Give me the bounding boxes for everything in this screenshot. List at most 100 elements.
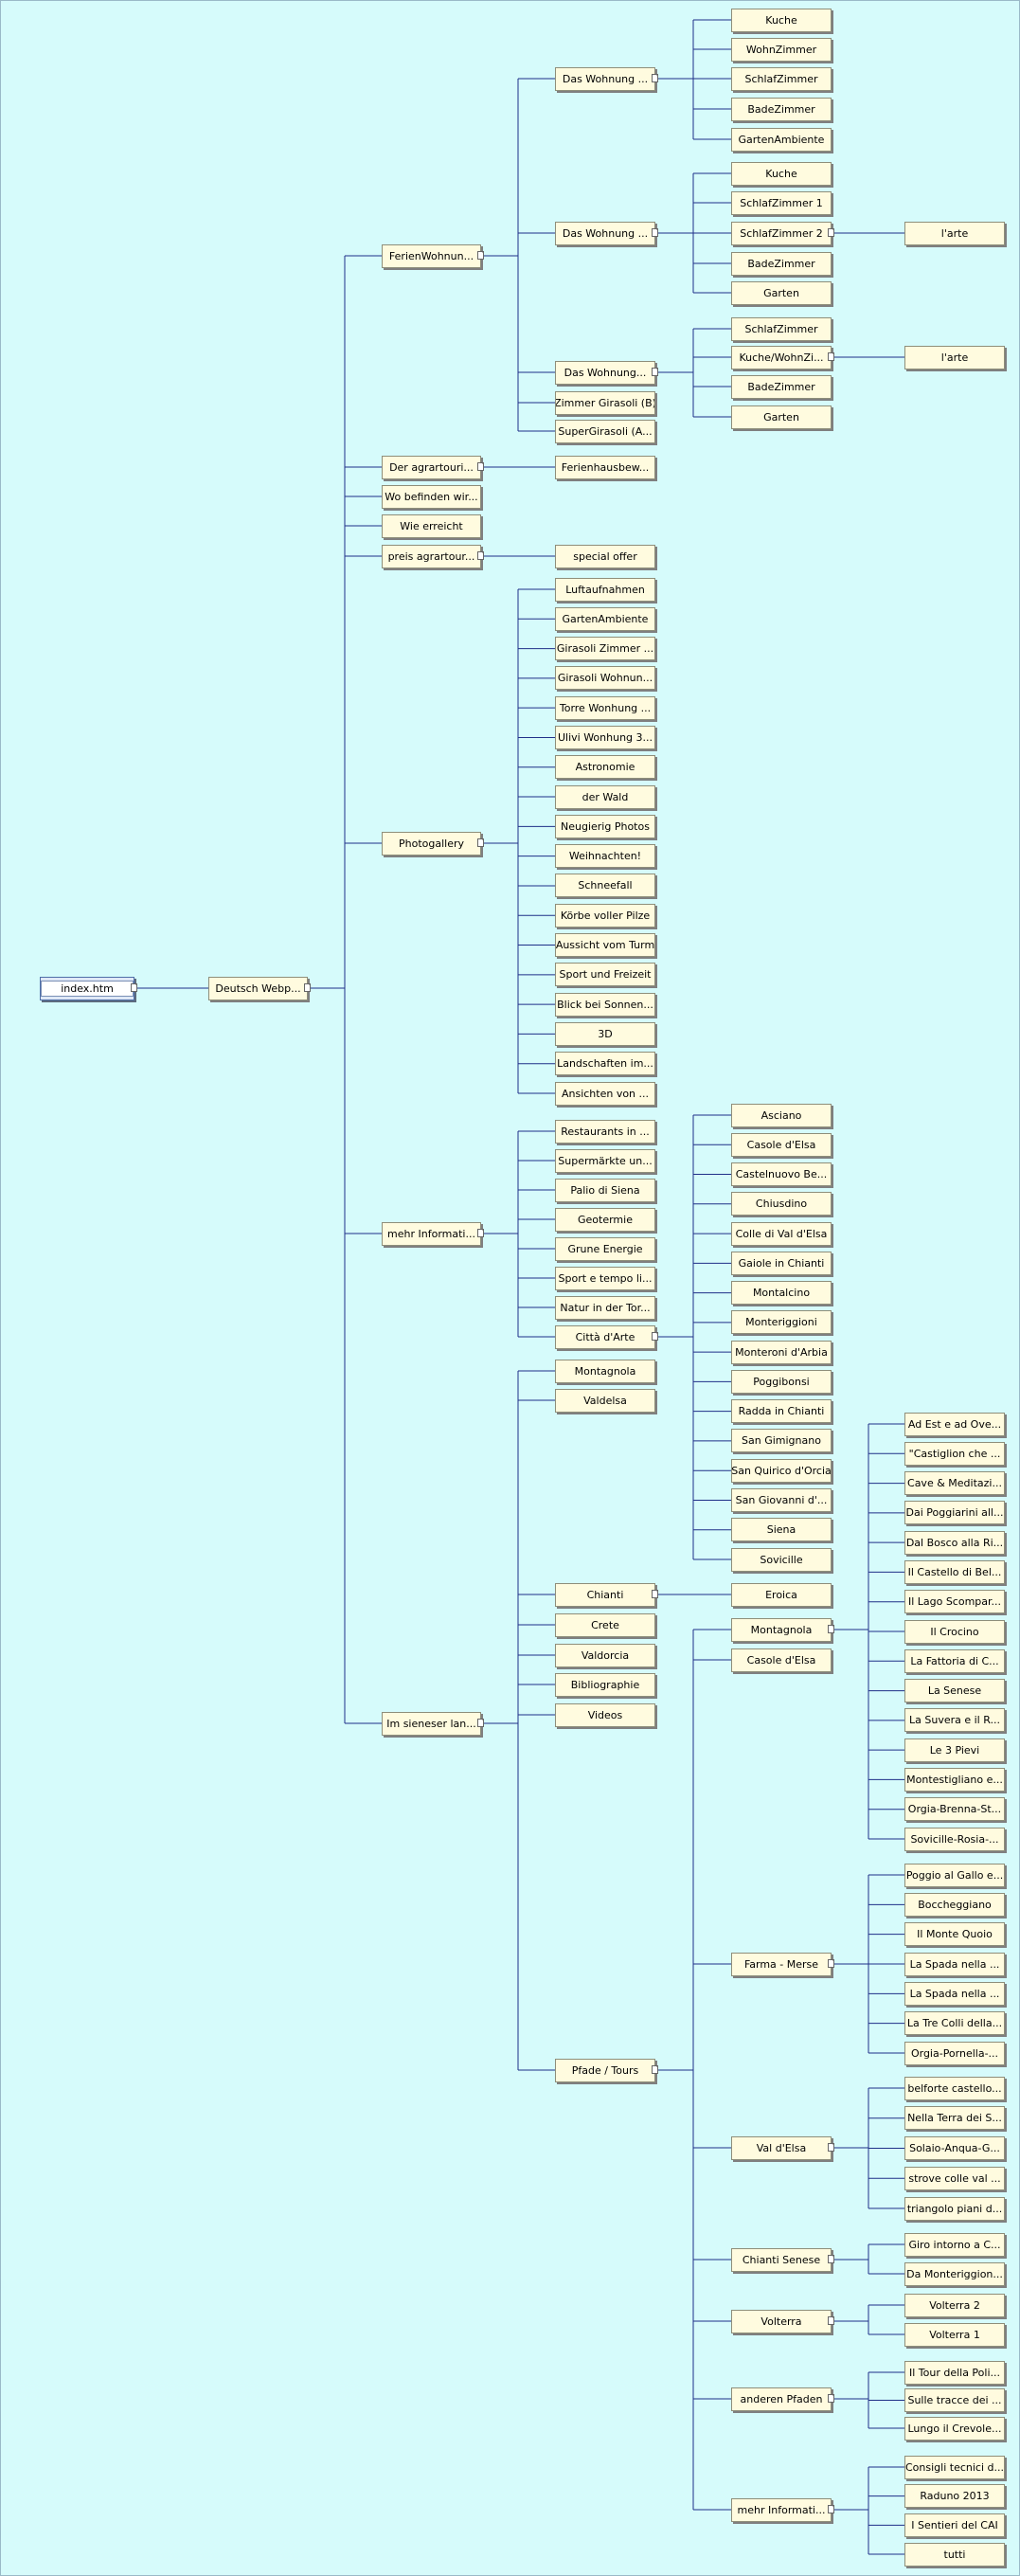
page-node-b7[interactable]: Orgia-Pornella-... bbox=[904, 2041, 1005, 2065]
page-node-a8[interactable]: Il Crocino bbox=[904, 1619, 1005, 1644]
page-node-arte1[interactable]: l'arte bbox=[904, 221, 1005, 245]
page-node-dw2[interactable]: Das Wohnung ... bbox=[555, 221, 655, 245]
page-node-p10[interactable]: Weihnachten! bbox=[555, 844, 655, 869]
page-node-sz1[interactable]: SchlafZimmer bbox=[731, 66, 832, 91]
page-node-mi[interactable]: mehr Informati... bbox=[382, 1221, 481, 1246]
page-node-t6[interactable]: Volterra bbox=[731, 2309, 832, 2333]
page-node-a10[interactable]: La Senese bbox=[904, 1679, 1005, 1703]
page-node-mi4[interactable]: tutti bbox=[904, 2542, 1005, 2567]
page-node-c6[interactable]: Gaiole in Chianti bbox=[731, 1251, 832, 1275]
page-node-v5[interactable]: triangolo piani d... bbox=[904, 2196, 1005, 2221]
page-node-pa[interactable]: preis agrartour... bbox=[382, 544, 481, 568]
page-node-p15[interactable]: Blick bei Sonnen... bbox=[555, 992, 655, 1017]
page-node-arte2[interactable]: l'arte bbox=[904, 345, 1005, 369]
page-node-b5[interactable]: La Spada nella ... bbox=[904, 1981, 1005, 2006]
page-node-a9[interactable]: La Fattoria di C... bbox=[904, 1648, 1005, 1673]
page-node-we[interactable]: Wie erreicht bbox=[382, 513, 481, 538]
page-node-sz21[interactable]: SchlafZimmer 1 bbox=[731, 190, 832, 215]
page-node-dw1[interactable]: Das Wohnung ... bbox=[555, 66, 655, 91]
page-node-p14[interactable]: Sport und Freizeit bbox=[555, 963, 655, 987]
page-node-c7[interactable]: Montalcino bbox=[731, 1281, 832, 1306]
page-node-v3[interactable]: Solaio-Anqua-G... bbox=[904, 2136, 1005, 2160]
page-node-c3[interactable]: Castelnuovo Be... bbox=[731, 1162, 832, 1187]
page-node-t3[interactable]: Farma - Merse bbox=[731, 1952, 832, 1976]
page-node-s1[interactable]: Montagnola bbox=[555, 1359, 655, 1383]
page-node-a1[interactable]: Ad Est e ad Ove... bbox=[904, 1412, 1005, 1436]
page-node-ap1[interactable]: Il Tour della Poli... bbox=[904, 2360, 1005, 2385]
page-node-da[interactable]: Der agrartouri... bbox=[382, 455, 481, 479]
page-node-a6[interactable]: Il Castello di Bel... bbox=[904, 1559, 1005, 1584]
page-node-m8[interactable]: Città d'Arte bbox=[555, 1324, 655, 1349]
page-node-mi3[interactable]: I Sentieri del CAI bbox=[904, 2513, 1005, 2537]
page-node-p4[interactable]: Girasoli Wohnun... bbox=[555, 666, 655, 691]
page-node-s4[interactable]: Crete bbox=[555, 1612, 655, 1637]
page-node-p16[interactable]: 3D bbox=[555, 1021, 655, 1046]
page-node-mi2[interactable]: Raduno 2013 bbox=[904, 2484, 1005, 2509]
page-node-g2[interactable]: Garten bbox=[731, 280, 832, 305]
page-node-c9[interactable]: Monteroni d'Arbia bbox=[731, 1340, 832, 1364]
page-node-a12[interactable]: Le 3 Pievi bbox=[904, 1738, 1005, 1762]
page-node-p2[interactable]: GartenAmbiente bbox=[555, 606, 655, 631]
page-node-bz3[interactable]: BadeZimmer bbox=[731, 374, 832, 399]
page-node-a2[interactable]: "Castiglion che ... bbox=[904, 1441, 1005, 1466]
page-node-kw3[interactable]: Kuche/WohnZi... bbox=[731, 345, 832, 369]
page-node-m3[interactable]: Palio di Siena bbox=[555, 1178, 655, 1202]
page-node-t2[interactable]: Casole d'Elsa bbox=[731, 1648, 832, 1672]
page-node-a14[interactable]: Orgia-Brenna-St... bbox=[904, 1797, 1005, 1822]
page-node-v4[interactable]: strove colle val ... bbox=[904, 2166, 1005, 2190]
page-node-s6[interactable]: Bibliographie bbox=[555, 1672, 655, 1697]
page-node-m7[interactable]: Natur in der Tor... bbox=[555, 1295, 655, 1320]
page-node-t1[interactable]: Montagnola bbox=[731, 1617, 832, 1642]
page-node-v2[interactable]: Nella Terra dei S... bbox=[904, 2106, 1005, 2131]
page-node-ap3[interactable]: Lungo il Crevole... bbox=[904, 2416, 1005, 2441]
page-node-s5[interactable]: Valdorcia bbox=[555, 1643, 655, 1667]
page-node-c12[interactable]: San Gimignano bbox=[731, 1429, 832, 1453]
page-node-so[interactable]: special offer bbox=[555, 544, 655, 568]
page-node-k1[interactable]: Kuche bbox=[731, 8, 832, 32]
root-page-node[interactable]: index.htm bbox=[40, 976, 134, 1000]
page-node-c2[interactable]: Casole d'Elsa bbox=[731, 1132, 832, 1157]
page-node-a3[interactable]: Cave & Meditazi... bbox=[904, 1471, 1005, 1496]
page-node-t5[interactable]: Chianti Senese bbox=[731, 2247, 832, 2272]
page-node-mi1[interactable]: Consigli tecnici d... bbox=[904, 2455, 1005, 2479]
page-node-m4[interactable]: Geotermie bbox=[555, 1207, 655, 1232]
page-node-vo1[interactable]: Volterra 2 bbox=[904, 2293, 1005, 2317]
page-node-cs2[interactable]: Da Monteriggion... bbox=[904, 2261, 1005, 2286]
page-node-k2[interactable]: Kuche bbox=[731, 161, 832, 186]
page-node-bz2[interactable]: BadeZimmer bbox=[731, 251, 832, 276]
page-node-v1[interactable]: belforte castello... bbox=[904, 2076, 1005, 2100]
page-node-c14[interactable]: San Giovanni d'... bbox=[731, 1487, 832, 1512]
page-node-bz1[interactable]: BadeZimmer bbox=[731, 97, 832, 121]
page-node-t8[interactable]: mehr Informati... bbox=[731, 2497, 832, 2522]
page-node-a5[interactable]: Dal Bosco alla Ri... bbox=[904, 1530, 1005, 1555]
page-node-c13[interactable]: San Quirico d'Orcia bbox=[731, 1458, 832, 1483]
page-node-ap2[interactable]: Sulle tracce dei ... bbox=[904, 2388, 1005, 2412]
page-node-c4[interactable]: Chiusdino bbox=[731, 1192, 832, 1216]
page-node-p11[interactable]: Schneefall bbox=[555, 874, 655, 898]
page-node-pg[interactable]: Photogallery bbox=[382, 831, 481, 856]
page-node-p13[interactable]: Aussicht vom Turm bbox=[555, 933, 655, 958]
page-node-a13[interactable]: Montestigliano e... bbox=[904, 1767, 1005, 1792]
page-node-b4[interactable]: La Spada nella ... bbox=[904, 1952, 1005, 1976]
page-node-sz22[interactable]: SchlafZimmer 2 bbox=[731, 221, 832, 245]
page-node-m5[interactable]: Grune Energie bbox=[555, 1236, 655, 1261]
page-node-c16[interactable]: Sovicille bbox=[731, 1547, 832, 1572]
page-node-p5[interactable]: Torre Wonhung ... bbox=[555, 695, 655, 720]
page-node-b6[interactable]: La Tre Colli della... bbox=[904, 2011, 1005, 2036]
page-node-p12[interactable]: Körbe voller Pilze bbox=[555, 903, 655, 928]
page-node-s8[interactable]: Pfade / Tours bbox=[555, 2058, 655, 2082]
page-node-m1[interactable]: Restaurants in ... bbox=[555, 1119, 655, 1144]
page-node-er[interactable]: Eroica bbox=[731, 1582, 832, 1607]
page-node-p17[interactable]: Landschaften im... bbox=[555, 1052, 655, 1076]
page-node-sz3[interactable]: SchlafZimmer bbox=[731, 316, 832, 341]
page-node-s3[interactable]: Chianti bbox=[555, 1582, 655, 1607]
page-node-b3[interactable]: Il Monte Quoio bbox=[904, 1922, 1005, 1947]
page-node-p6[interactable]: Ulivi Wonhung 3... bbox=[555, 725, 655, 749]
page-node-c10[interactable]: Poggibonsi bbox=[731, 1369, 832, 1394]
page-node-c1[interactable]: Asciano bbox=[731, 1103, 832, 1127]
page-node-a4[interactable]: Dai Poggiarini all... bbox=[904, 1501, 1005, 1525]
page-node-a15[interactable]: Sovicille-Rosia-... bbox=[904, 1827, 1005, 1851]
page-node-p8[interactable]: der Wald bbox=[555, 784, 655, 809]
page-node-c11[interactable]: Radda in Chianti bbox=[731, 1399, 832, 1424]
page-node-wb[interactable]: Wo befinden wir... bbox=[382, 484, 481, 509]
